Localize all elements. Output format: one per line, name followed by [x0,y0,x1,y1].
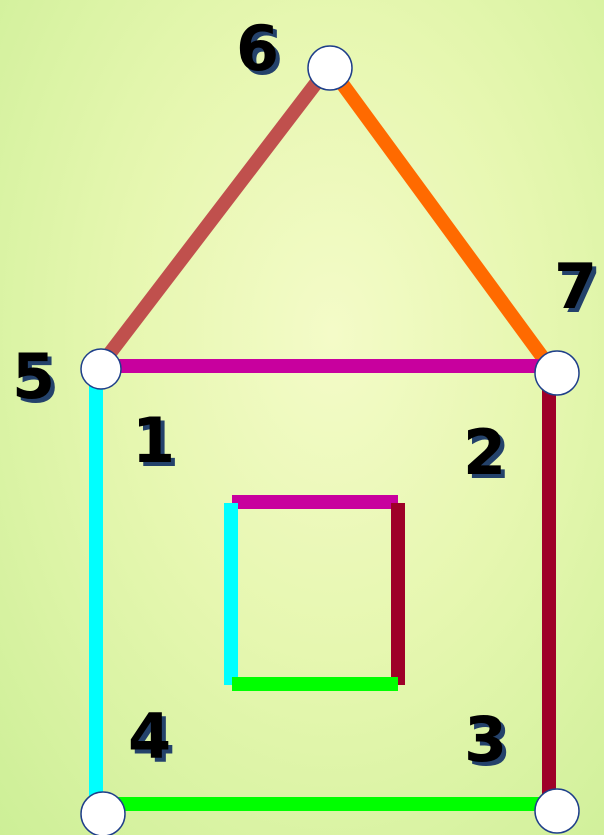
label-4: 4 [128,706,171,768]
label-3: 3 [464,709,507,771]
roof-left-edge [110,78,320,353]
node-3 [535,789,579,833]
label-1: 1 [132,410,175,472]
label-6: 6 [236,18,279,80]
node-4 [81,792,125,835]
label-5: 5 [12,346,55,408]
node-6 [308,46,352,90]
node-5 [81,349,121,389]
roof-right-edge [338,78,549,366]
label-7: 7 [554,256,597,318]
node-7 [535,351,579,395]
label-2: 2 [463,422,506,484]
